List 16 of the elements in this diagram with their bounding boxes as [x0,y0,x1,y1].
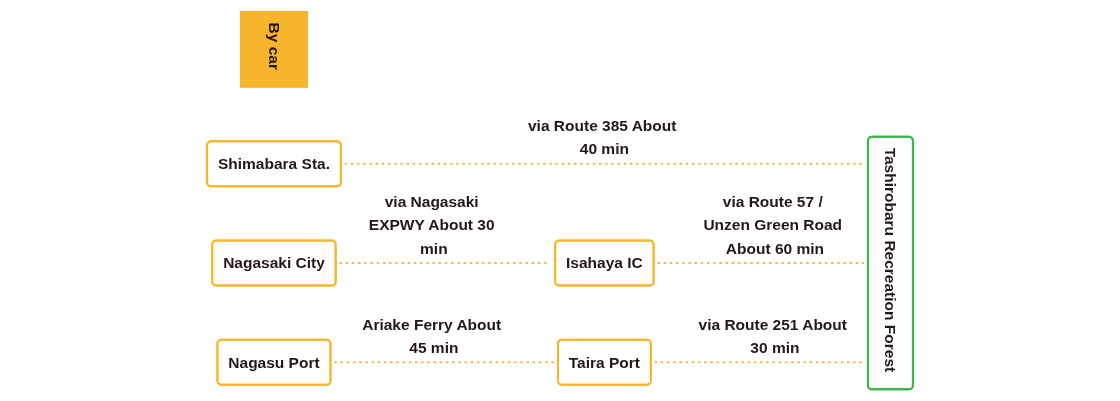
place-box: Shimabara Sta. [206,140,342,188]
edge-label: via Route 57 / Unzen Green Road About 60 min [703,193,844,257]
edge-label: via Route 385 About 40 min [528,117,678,158]
dotted-connector [334,361,555,364]
destination-box: Tashirobaru Recreation Forest [866,135,914,391]
dotted-connector [344,162,865,165]
place-box: Nagasu Port [216,338,332,386]
dotted-connector [654,361,865,364]
place-box: Taira Port [556,338,652,386]
place-box: Nagasaki City [211,239,337,287]
edge-label: via Route 251 About 30 min [698,315,848,357]
place-box: Isahaya IC [554,239,655,287]
category-band: By car [239,10,309,88]
edge-label: via Nagasaki EXPWY About 30 min [368,193,496,257]
dotted-connector [657,262,865,264]
edge-label: Ariake Ferry About 45 min [362,315,503,357]
